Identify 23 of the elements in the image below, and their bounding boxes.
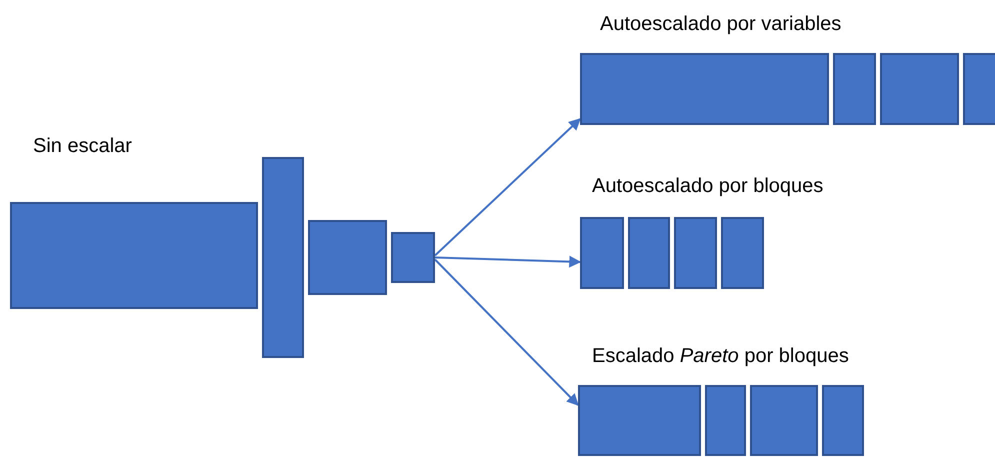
data-block — [705, 385, 746, 456]
data-block — [721, 217, 764, 289]
arrow — [434, 118, 581, 256]
block-heading: Escalado Pareto por bloques — [592, 344, 849, 368]
data-block — [822, 385, 864, 456]
data-block — [963, 53, 995, 125]
data-block — [674, 217, 717, 289]
data-block — [750, 385, 818, 456]
data-block — [580, 217, 624, 289]
data-block — [308, 220, 387, 295]
arrow — [434, 258, 579, 406]
block-heading: Autoescalado por bloques — [592, 174, 824, 198]
data-block — [833, 53, 876, 125]
data-block — [578, 385, 701, 456]
data-block — [580, 53, 829, 125]
data-block — [880, 53, 959, 125]
data-block — [10, 202, 258, 309]
data-block — [391, 232, 435, 283]
data-block — [628, 217, 670, 289]
data-block — [262, 157, 304, 358]
arrow — [434, 256, 582, 268]
block-heading: Autoescalado por variables — [600, 12, 842, 36]
block-heading: Sin escalar — [33, 134, 132, 158]
